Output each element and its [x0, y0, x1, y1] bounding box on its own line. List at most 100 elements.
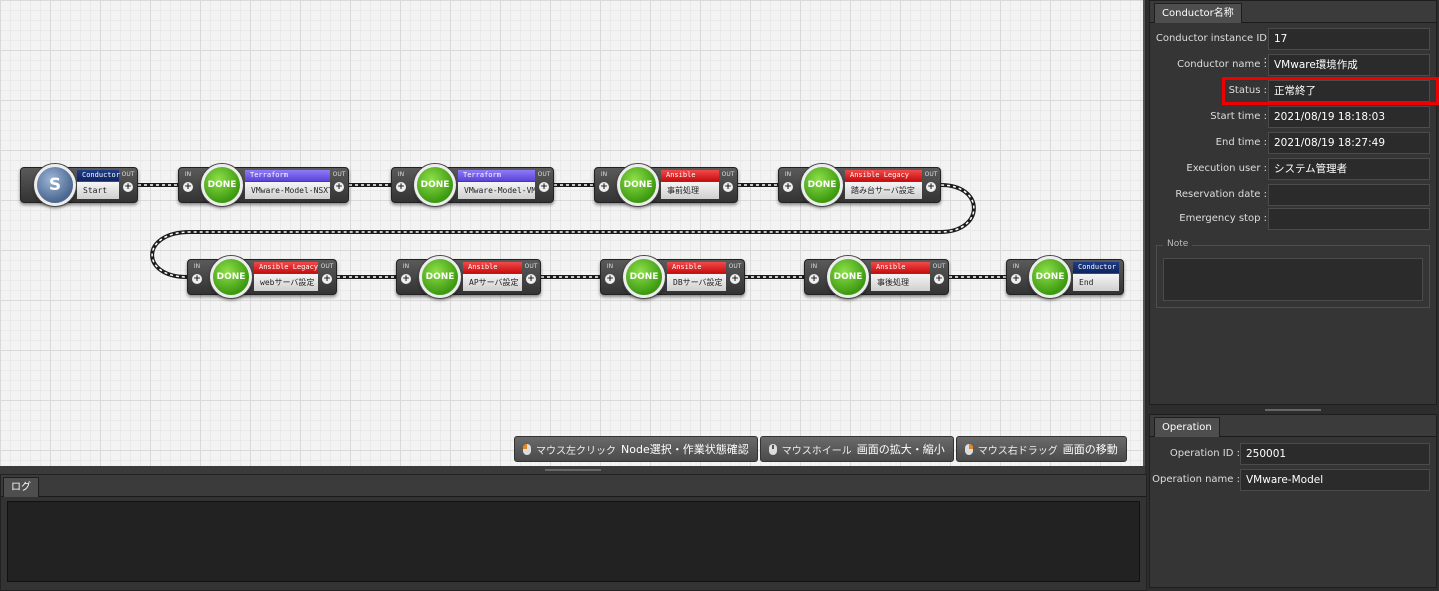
vertical-splitter[interactable] [1147, 405, 1439, 414]
field-instance-id: Conductor instance ID : 17 [1150, 28, 1436, 66]
node-type-label: Conductor [1073, 262, 1119, 273]
in-port[interactable]: IN+ [396, 171, 406, 192]
node-name: DBサーバ設定 [667, 274, 726, 291]
node-pre-process[interactable]: IN+ DONE Ansible Legacy 事前処理 OUT+ [594, 164, 738, 206]
edge-flow [151, 184, 975, 278]
field-value: システム管理者 [1268, 158, 1430, 180]
field-value: 2021/08/19 18:27:49 [1268, 132, 1430, 154]
plus-icon: + [926, 182, 936, 192]
field-value: 正常終了 [1268, 80, 1430, 102]
log-tabbar: ログ [1, 475, 1146, 497]
field-end-time: End time : 2021/08/19 18:27:49 [1150, 132, 1436, 154]
mouse-right-icon [964, 443, 973, 455]
plus-icon: + [783, 182, 793, 192]
hint-value: 画面の移動 [1062, 443, 1118, 456]
field-value [1268, 208, 1430, 230]
side-panel: Conductor名称 Conductor instance ID : 17 C… [1147, 0, 1439, 591]
tab-conductor-name[interactable]: Conductor名称 [1154, 3, 1242, 23]
node-name: Start [77, 182, 119, 199]
field-value: 17 [1268, 28, 1430, 50]
node-vmware-model-vm[interactable]: IN+ DONE Terraform VMware-Model-VM OUT+ [391, 164, 554, 206]
node-bastion-setup[interactable]: IN+ DONE Ansible Legacy 踏み台サーバ設定 OUT+ [778, 164, 941, 206]
done-circle-icon: DONE [801, 164, 843, 206]
out-port[interactable]: OUT+ [932, 263, 946, 284]
in-port[interactable]: IN+ [183, 171, 193, 192]
node-name: 事前処理 [661, 182, 719, 199]
plus-icon: + [123, 182, 133, 192]
in-port[interactable]: IN+ [1011, 263, 1021, 284]
mouse-left-icon [523, 443, 531, 455]
out-port[interactable]: OUT+ [721, 171, 735, 192]
in-port[interactable]: IN+ [599, 171, 609, 192]
node-name: webサーバ設定 [254, 274, 318, 291]
out-port[interactable]: OUT+ [332, 171, 346, 192]
done-circle-icon: DONE [414, 164, 456, 206]
tab-operation[interactable]: Operation [1154, 417, 1220, 437]
node-name: End [1073, 274, 1119, 291]
horizontal-splitter[interactable] [0, 466, 1145, 474]
node-start[interactable]: S Conductor Start OUT+ [20, 164, 138, 206]
in-port[interactable]: IN+ [192, 263, 202, 284]
field-label: Operation ID : [1169, 448, 1240, 459]
node-name: VMware-Model-VM [458, 182, 535, 199]
conductor-canvas[interactable]: S Conductor Start OUT+ IN+ DONE Terrafor… [0, 0, 1145, 466]
operation-info-panel: Operation Operation ID : 250001 Operatio… [1149, 414, 1437, 588]
node-type-label: Conductor [77, 170, 120, 181]
plus-icon: + [605, 274, 615, 284]
log-panel: ログ [0, 474, 1147, 591]
done-circle-icon: DONE [623, 256, 665, 298]
node-db-setup[interactable]: IN+ DONE Ansible Legacy DBサーバ設定 OUT+ [600, 256, 745, 298]
done-circle-icon: DONE [210, 256, 252, 298]
node-type-label: Terraform [245, 170, 330, 181]
field-value [1268, 184, 1430, 206]
mouse-wheel-icon [768, 443, 777, 455]
out-port[interactable]: OUT+ [524, 263, 538, 284]
in-port[interactable]: IN+ [605, 263, 615, 284]
edges-layer [138, 183, 1006, 279]
tab-log[interactable]: ログ [3, 477, 39, 497]
hint-key: マウス左クリック [536, 445, 616, 457]
node-name: 事後処理 [871, 274, 930, 291]
field-label: Status : [1228, 85, 1267, 96]
out-port[interactable]: OUT+ [320, 263, 334, 284]
field-conductor-name: Conductor name : VMware環境作成 [1150, 54, 1436, 76]
field-emergency-stop: Emergency stop : [1150, 208, 1436, 230]
mouse-hints: マウス左クリック Node選択・作業状態確認 マウスホイール 画面の拡大・縮小 … [514, 436, 1129, 462]
node-vmware-model-nsxt[interactable]: IN+ DONE Terraform VMware-Model-NSXT OUT… [178, 164, 349, 206]
node-post-process[interactable]: IN+ DONE Ansible Legacy 事後処理 OUT+ [804, 256, 949, 298]
out-port[interactable]: OUT+ [121, 171, 135, 192]
out-port[interactable]: OUT+ [728, 263, 742, 284]
out-port[interactable]: OUT+ [537, 171, 551, 192]
field-operation-id: Operation ID : 250001 [1150, 443, 1436, 465]
note-label: Note [1163, 239, 1193, 249]
node-type-label: Ansible Legacy [661, 170, 719, 190]
node-name: APサーバ設定 [463, 274, 522, 291]
field-value: VMware-Model [1240, 469, 1430, 491]
plus-icon: + [539, 182, 549, 192]
in-port[interactable]: IN+ [809, 263, 819, 284]
note-fieldset: Note [1156, 239, 1430, 308]
node-name: VMware-Model-NSXT [245, 182, 330, 199]
out-port[interactable]: OUT+ [924, 171, 938, 192]
field-label: Conductor instance ID : [1155, 33, 1267, 66]
done-circle-icon: DONE [1029, 256, 1071, 298]
node-end[interactable]: IN+ DONE Conductor End [1006, 256, 1124, 298]
done-circle-icon: DONE [827, 256, 869, 298]
node-ap-setup[interactable]: IN+ DONE Ansible Legacy APサーバ設定 OUT+ [396, 256, 541, 298]
in-port[interactable]: IN+ [783, 171, 793, 192]
field-reservation-date: Reservation date : [1150, 184, 1436, 206]
field-value: 2021/08/19 18:18:03 [1268, 106, 1430, 128]
node-web-setup[interactable]: IN+ DONE Ansible Legacy webサーバ設定 OUT+ [187, 256, 337, 298]
log-output[interactable] [7, 501, 1140, 582]
in-port[interactable]: IN+ [401, 263, 411, 284]
plus-icon: + [192, 274, 202, 284]
note-field[interactable] [1163, 258, 1423, 301]
field-start-time: Start time : 2021/08/19 18:18:03 [1150, 106, 1436, 128]
field-label: Conductor name : [1177, 59, 1267, 70]
node-type-label: Terraform [458, 170, 535, 181]
hint-value: 画面の拡大・縮小 [856, 443, 945, 456]
plus-icon: + [723, 182, 733, 192]
field-label: Emergency stop : [1179, 213, 1267, 224]
conductor-info-panel: Conductor名称 Conductor instance ID : 17 C… [1149, 0, 1439, 405]
